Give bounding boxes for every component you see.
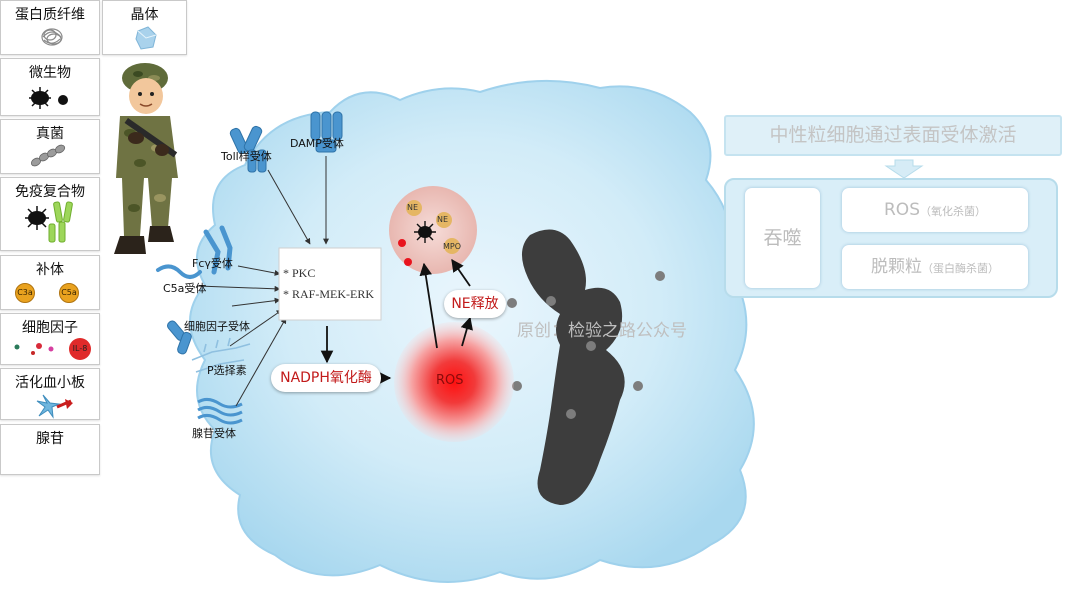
ros-kill-main: ROS — [884, 200, 920, 220]
cytokine-receptor-label: 细胞因子受体 — [184, 320, 250, 333]
sidebar-item-adenosine: 腺苷 — [0, 424, 100, 475]
p-selectin-icon — [191, 337, 251, 373]
platelet-icon — [36, 394, 73, 419]
sidebar-item-cytokine: 细胞因子 IL-8 — [0, 313, 100, 365]
fcy-receptor-icon — [203, 225, 233, 275]
signal-box-bg — [278, 247, 382, 321]
toll-receptor-label: Toll样受体 — [221, 150, 272, 163]
azurophil-granule — [389, 186, 477, 274]
sidebar-item-label: 补体 — [36, 262, 64, 278]
damp-receptor-icon — [310, 111, 343, 153]
sidebar-item-label: 活化血小板 — [15, 375, 85, 391]
adenosine-receptor-label: 腺苷受体 — [192, 427, 236, 440]
complement-icon: C3a C5a — [15, 283, 89, 303]
granule-ne-label-2: NE — [437, 215, 449, 224]
soldier-figure — [114, 63, 178, 254]
c3a-badge: C3a — [15, 283, 35, 303]
ne-release-pill: NE释放 — [444, 290, 506, 318]
ros-label: ROS — [436, 373, 464, 388]
watermark: 原创：检验之路公众号 — [517, 321, 687, 340]
sidebar-item-label: 真菌 — [36, 126, 64, 142]
phagocytosis-box: 吞噬 — [745, 188, 820, 288]
p-selectin-label: P选择素 — [207, 364, 247, 377]
c5a-receptor-label: C5a受体 — [163, 282, 207, 295]
sidebar-item-label: 腺苷 — [36, 431, 64, 447]
sidebar-item-crystal: 晶体 — [102, 0, 187, 55]
sidebar-item-label: 细胞因子 — [22, 320, 78, 336]
sidebar-item-label: 免疫复合物 — [15, 184, 85, 200]
sidebar-item-microbe: 微生物 — [0, 58, 100, 116]
c5a-receptor-icon — [156, 264, 202, 279]
sidebar-item-immune-complex: 免疫复合物 — [0, 177, 100, 251]
sidebar-item-platelet: 活化血小板 — [0, 368, 100, 420]
degranulation-main: 脱颗粒 — [871, 257, 922, 277]
protein-fiber-icon — [41, 28, 63, 46]
crystal-icon — [135, 26, 157, 50]
signal-line-pkc: * PKC — [283, 266, 316, 280]
panel-title-box: 中性粒细胞通过表面受体激活 — [724, 115, 1062, 156]
ros-kill-box: ROS（氧化杀菌） — [842, 188, 1028, 232]
signal-line-raf: * RAF-MEK-ERK — [283, 287, 375, 301]
microbe-icon — [29, 87, 68, 109]
granule-mpo-label: MPO — [443, 242, 462, 251]
nadph-oxidase-pill: NADPH氧化酶 — [271, 364, 381, 392]
panel-title: 中性粒细胞通过表面受体激活 — [769, 124, 1017, 146]
toll-receptor-icon — [229, 125, 267, 173]
adenosine-receptor-icon — [197, 397, 243, 425]
panel-down-arrow — [884, 159, 924, 179]
immune-complex-icon — [25, 201, 73, 243]
ros-glow — [394, 322, 514, 442]
sidebar-item-protein-fiber: 蛋白质纤维 — [0, 0, 100, 55]
damp-receptor-label: DAMP受体 — [290, 137, 344, 150]
cytokine-icon — [14, 343, 54, 355]
sidebar-item-label: 蛋白质纤维 — [15, 7, 85, 23]
sidebar-item-label: 微生物 — [29, 65, 71, 81]
sidebar-item-fungus: 真菌 — [0, 119, 100, 174]
degranulation-sub: （蛋白酶杀菌） — [922, 262, 999, 275]
granule-ne-label-1: NE — [407, 203, 419, 212]
fcy-receptor-label: Fcγ受体 — [192, 257, 233, 270]
fungus-icon — [30, 144, 66, 167]
degranulation-box: 脱颗粒（蛋白酶杀菌） — [842, 245, 1028, 289]
cytokine-receptor-icon — [167, 320, 192, 355]
sidebar-item-label: 晶体 — [130, 7, 159, 23]
il8-badge: IL-8 — [69, 338, 91, 360]
ros-kill-sub: （氧化杀菌） — [919, 205, 986, 218]
sidebar-item-complement: 补体 C3a C5a — [0, 255, 100, 310]
c5a-badge: C5a — [59, 283, 79, 303]
